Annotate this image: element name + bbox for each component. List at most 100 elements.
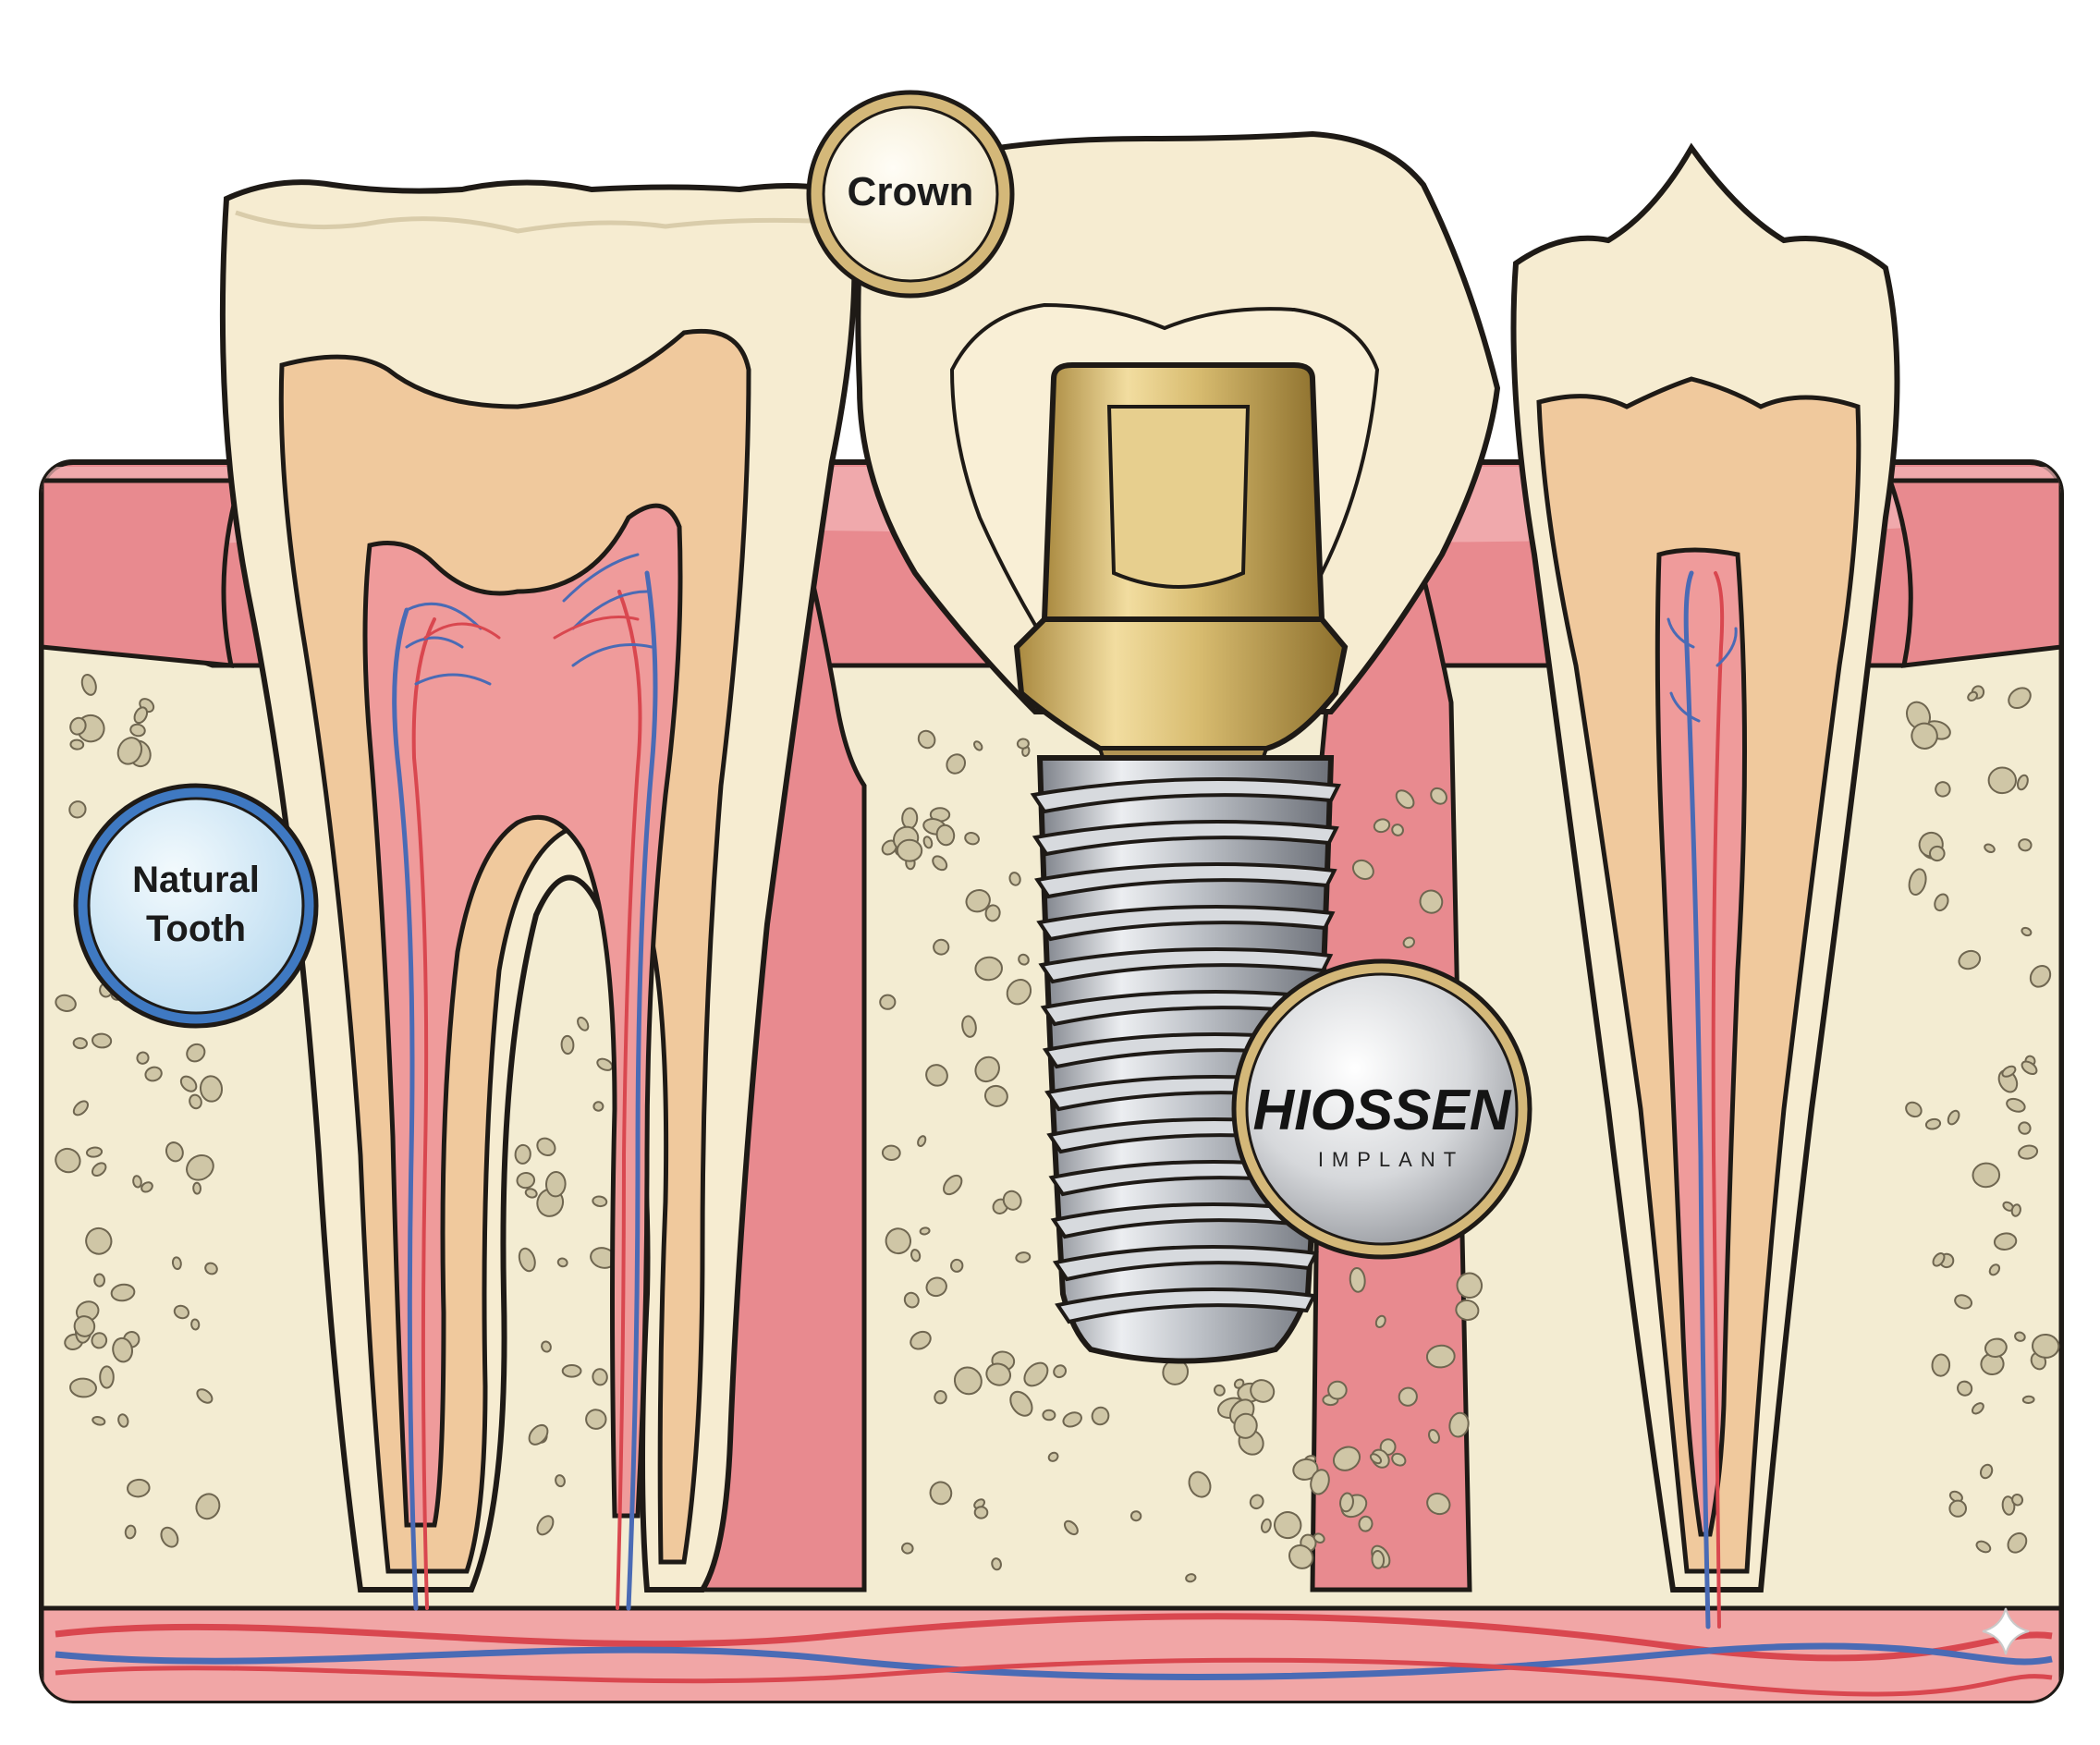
bone-speckle xyxy=(1972,1162,2001,1189)
bone-speckle xyxy=(592,1101,604,1112)
bone-speckle xyxy=(2014,1331,2026,1342)
bone-speckle xyxy=(2018,1121,2032,1135)
bone-speckle xyxy=(173,1304,190,1320)
bone-speckle xyxy=(1312,1532,1325,1544)
bone-speckle xyxy=(1425,1344,1456,1369)
bone-speckle xyxy=(2011,1493,2024,1507)
bone-speckle xyxy=(585,1409,607,1430)
bone-speckle xyxy=(1905,1101,1923,1118)
implant-thread xyxy=(1034,861,1337,899)
bone-speckle xyxy=(1369,1453,1383,1465)
bone-speckle xyxy=(536,1137,556,1157)
bone-speckle xyxy=(518,1247,536,1273)
bone-speckle xyxy=(1419,889,1444,914)
bone-speckle xyxy=(528,1423,549,1446)
natural-premolar xyxy=(1510,142,1900,1629)
bone-speckle xyxy=(925,1276,947,1298)
bone-speckle xyxy=(1402,936,1415,948)
bone-speckle xyxy=(1213,1384,1226,1397)
bone-speckle xyxy=(85,1146,104,1158)
bone-speckle xyxy=(1924,1117,1942,1130)
bone-speckle xyxy=(204,1262,218,1275)
bone-speckle xyxy=(560,1034,575,1056)
bone-speckle xyxy=(72,1100,89,1117)
bone-speckle xyxy=(541,1340,552,1353)
bone-speckle xyxy=(110,1283,136,1302)
bone-speckle xyxy=(2021,1395,2035,1405)
bone-speckle xyxy=(2007,1531,2028,1554)
bone-speckle xyxy=(2018,838,2033,852)
bone-speckle xyxy=(1993,1232,2018,1251)
bone-speckle xyxy=(974,1056,1000,1083)
implant-thread xyxy=(1038,946,1334,984)
bone-speckle xyxy=(544,1171,567,1198)
implant-thread xyxy=(1052,1244,1319,1282)
bone-speckle xyxy=(1339,1492,1354,1513)
bone-speckle xyxy=(1908,868,1927,896)
implant-thread xyxy=(1030,776,1342,814)
bone-speckle xyxy=(1260,1518,1272,1533)
bone-speckle xyxy=(1288,1544,1314,1569)
bone-speckle xyxy=(1398,1386,1418,1407)
bone-speckle xyxy=(69,716,87,736)
bone-speckle xyxy=(953,1366,983,1396)
bone-speckle xyxy=(1002,1190,1022,1211)
bone-speckle xyxy=(965,889,991,913)
bone-speckle xyxy=(196,1388,214,1404)
bone-speckle xyxy=(1934,893,1949,912)
bone-speckle xyxy=(1958,949,1982,970)
bone-speckle xyxy=(2008,687,2032,710)
bone-speckle xyxy=(1931,1353,1951,1377)
bone-speckle xyxy=(1047,1451,1059,1462)
bone-speckle xyxy=(179,1075,198,1092)
bone-speckle xyxy=(1984,1337,2008,1359)
bone-speckle xyxy=(985,1362,1012,1386)
bone-speckle xyxy=(2001,1495,2016,1516)
implant-thread xyxy=(1032,819,1339,857)
bone-speckle xyxy=(132,1175,142,1189)
bone-speckle xyxy=(1292,1458,1319,1481)
bone-speckle xyxy=(1455,1299,1480,1322)
hiossen-logo-subtitle: IMPLANT xyxy=(1318,1148,1464,1171)
bone-speckle xyxy=(536,1515,555,1536)
natural-tooth-label-badge: Natural Tooth xyxy=(73,783,319,1029)
bone-speckle xyxy=(1016,738,1030,750)
bone-speckle xyxy=(91,1332,108,1349)
bone-speckle xyxy=(1009,1390,1033,1417)
bone-speckle xyxy=(2029,964,2052,988)
bone-speckle xyxy=(99,1365,115,1389)
bone-speckle xyxy=(55,1147,81,1174)
bone-speckle xyxy=(189,1093,202,1110)
bone-speckle xyxy=(1984,843,1996,854)
bone-speckle xyxy=(127,1478,151,1498)
bone-speckle xyxy=(1987,766,2018,795)
bone-speckle xyxy=(160,1526,179,1548)
bone-speckle xyxy=(1456,1272,1483,1300)
bone-speckle xyxy=(199,1075,224,1103)
bone-speckle xyxy=(561,1364,582,1378)
bone-speckle xyxy=(1233,1412,1258,1439)
bone-speckle xyxy=(1954,1294,1973,1310)
bone-speckle xyxy=(901,807,919,830)
natural-molar xyxy=(219,179,858,1611)
bone-speckle xyxy=(186,1043,206,1063)
bone-speckle xyxy=(932,855,948,872)
bone-speckle xyxy=(1129,1510,1142,1522)
bone-speckle xyxy=(195,1493,221,1520)
bone-speckle xyxy=(1185,1573,1197,1583)
bone-speckle xyxy=(1332,1446,1361,1471)
bone-speckle xyxy=(72,1037,88,1050)
bone-speckle xyxy=(1188,1470,1212,1498)
bone-speckle xyxy=(1371,1550,1386,1569)
bone-speckle xyxy=(92,1032,113,1049)
bone-speckle xyxy=(68,800,87,819)
hiossen-logo-wordmark: HIOSSEN xyxy=(1252,1079,1511,1142)
bone-speckle xyxy=(1391,1452,1407,1467)
bone-speckle xyxy=(1430,787,1447,805)
bone-speckle xyxy=(577,1016,590,1031)
bone-speckle xyxy=(186,1153,214,1181)
bone-speckle xyxy=(1062,1411,1082,1428)
bone-speckle xyxy=(140,1181,153,1193)
bone-speckle xyxy=(93,1273,106,1287)
